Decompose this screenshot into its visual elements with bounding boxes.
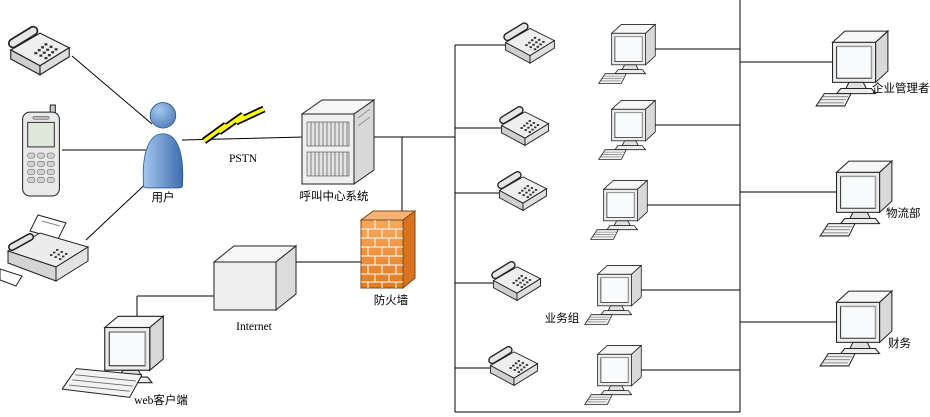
call-center-server-icon [301,99,375,185]
connector-fax-user [85,175,155,241]
label-logistics: 物流部 [886,206,921,220]
logistics-computer-icon [819,160,893,237]
agent-computer-icon-5 [584,344,642,405]
label-call-center: 呼叫中心系统 [300,190,369,203]
agent-computer-icon-1 [598,23,656,84]
label-pstn: PSTN [229,153,258,165]
agent-phone-icon-5 [490,350,537,385]
internet-box-icon [213,245,297,311]
agent-phone-icon-1 [506,27,555,64]
mobile-phone-icon [22,104,60,197]
agent-computer-icon-2 [598,99,656,160]
label-finance: 财务 [888,336,911,350]
label-business-group: 业务组 [545,311,580,325]
label-enterprise-manager: 企业管理者 [872,81,930,95]
fax-machine-icon [0,215,88,286]
desk-phone-icon [11,31,70,75]
agent-phone-icon-4 [493,265,540,300]
agent-computer-icon-3 [590,179,648,240]
connector-lines [62,0,840,413]
label-internet: Internet [236,321,273,333]
finance-computer-icon [819,290,893,367]
connector-user-server [181,136,305,141]
agent-phone-icon-3 [499,175,546,210]
connector-phone-user [71,55,153,125]
label-firewall: 防火墙 [374,293,409,307]
user-person-icon [142,102,184,189]
firewall-icon [360,210,416,289]
label-web-client: web客户端 [134,393,188,407]
lightning-bolt-icon [201,105,266,144]
agent-computer-icon-4 [584,264,642,325]
agent-phone-icon-2 [501,110,548,145]
label-user: 用户 [152,190,175,204]
